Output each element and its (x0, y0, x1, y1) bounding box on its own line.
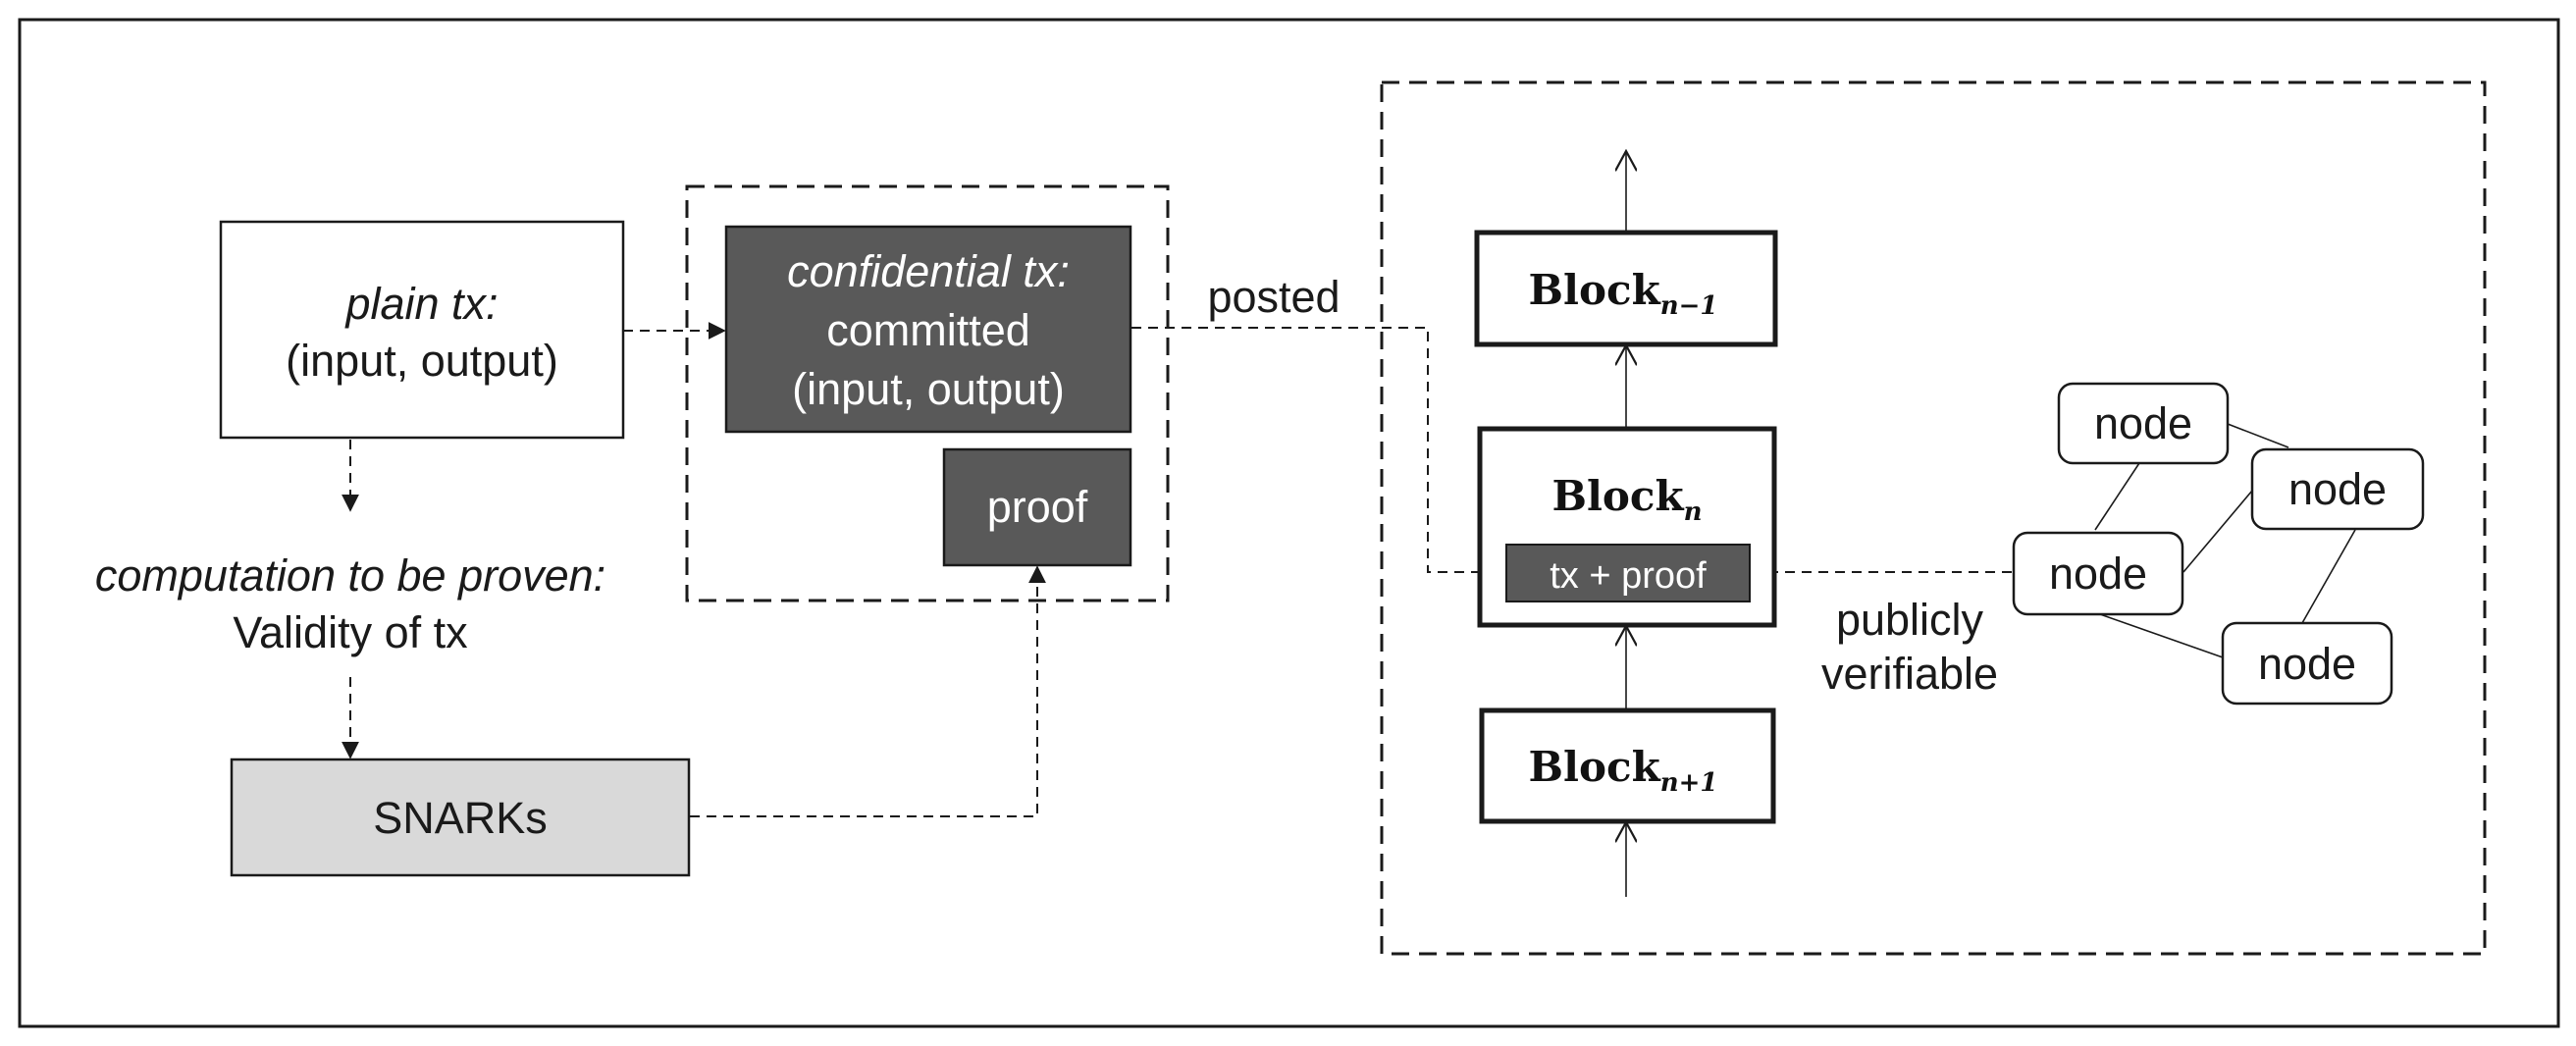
blockchain-container (1380, 80, 2487, 956)
block-n-minus-1-word: Block (1529, 266, 1661, 314)
arrow-posted-to-block (1131, 327, 1506, 581)
block-n-plus-1: Blockn+1 (1479, 707, 1776, 824)
plain-tx-value: (input, output) (286, 336, 558, 386)
computation-label: computation to be proven: (95, 550, 605, 601)
committed-line1: committed (826, 305, 1030, 355)
plain-tx-box: plain tx: (input, output) (219, 220, 625, 440)
confidential-container (685, 184, 1170, 602)
node-label: node (2094, 398, 2192, 448)
tx-proof-box: tx + proof (1505, 544, 1751, 602)
svg-text:Blockn: Blockn (1551, 472, 1702, 527)
snarks-label: SNARKs (373, 793, 548, 843)
computation-value: Validity of tx (233, 607, 468, 657)
block-n: Blockn tx + proof (1477, 426, 1777, 628)
tx-proof-label: tx + proof (1550, 555, 1707, 597)
network-node-1: node (2057, 382, 2230, 465)
node-label: node (2288, 464, 2387, 514)
posted-label: posted (1207, 272, 1340, 322)
proof-box: proof (942, 447, 1132, 567)
node-label: node (2258, 639, 2356, 689)
network-links (2094, 423, 2356, 658)
network-node-4: node (2221, 621, 2393, 706)
verifiable-label: verifiable (1821, 649, 1998, 699)
block-n-minus-1: Blockn−1 (1474, 230, 1778, 347)
publicly-label: publicly (1836, 595, 1984, 645)
network-node-2: node (2250, 447, 2425, 531)
block-n-minus-1-sub: n−1 (1660, 291, 1718, 321)
network-node-3: node (2012, 531, 2184, 616)
arrow-snarks-to-proof (690, 565, 1046, 817)
confidential-tx-label: confidential tx: (787, 246, 1070, 296)
block-n-plus-1-sub: n+1 (1660, 768, 1718, 798)
outer-frame (18, 18, 2560, 1028)
plain-tx-label: plain tx: (343, 279, 498, 329)
svg-text:Blockn+1: Blockn+1 (1529, 743, 1718, 798)
block-n-sub: n (1684, 497, 1703, 527)
confidential-tx-box: confidential tx: committed (input, outpu… (724, 225, 1132, 434)
block-n-word: Block (1551, 472, 1684, 520)
node-label: node (2049, 549, 2147, 599)
block-n-plus-1-word: Block (1529, 743, 1661, 791)
snarks-box: SNARKs (230, 758, 691, 877)
committed-line2: (input, output) (792, 364, 1065, 414)
svg-text:Blockn−1: Blockn−1 (1529, 266, 1718, 321)
proof-label: proof (987, 482, 1088, 532)
